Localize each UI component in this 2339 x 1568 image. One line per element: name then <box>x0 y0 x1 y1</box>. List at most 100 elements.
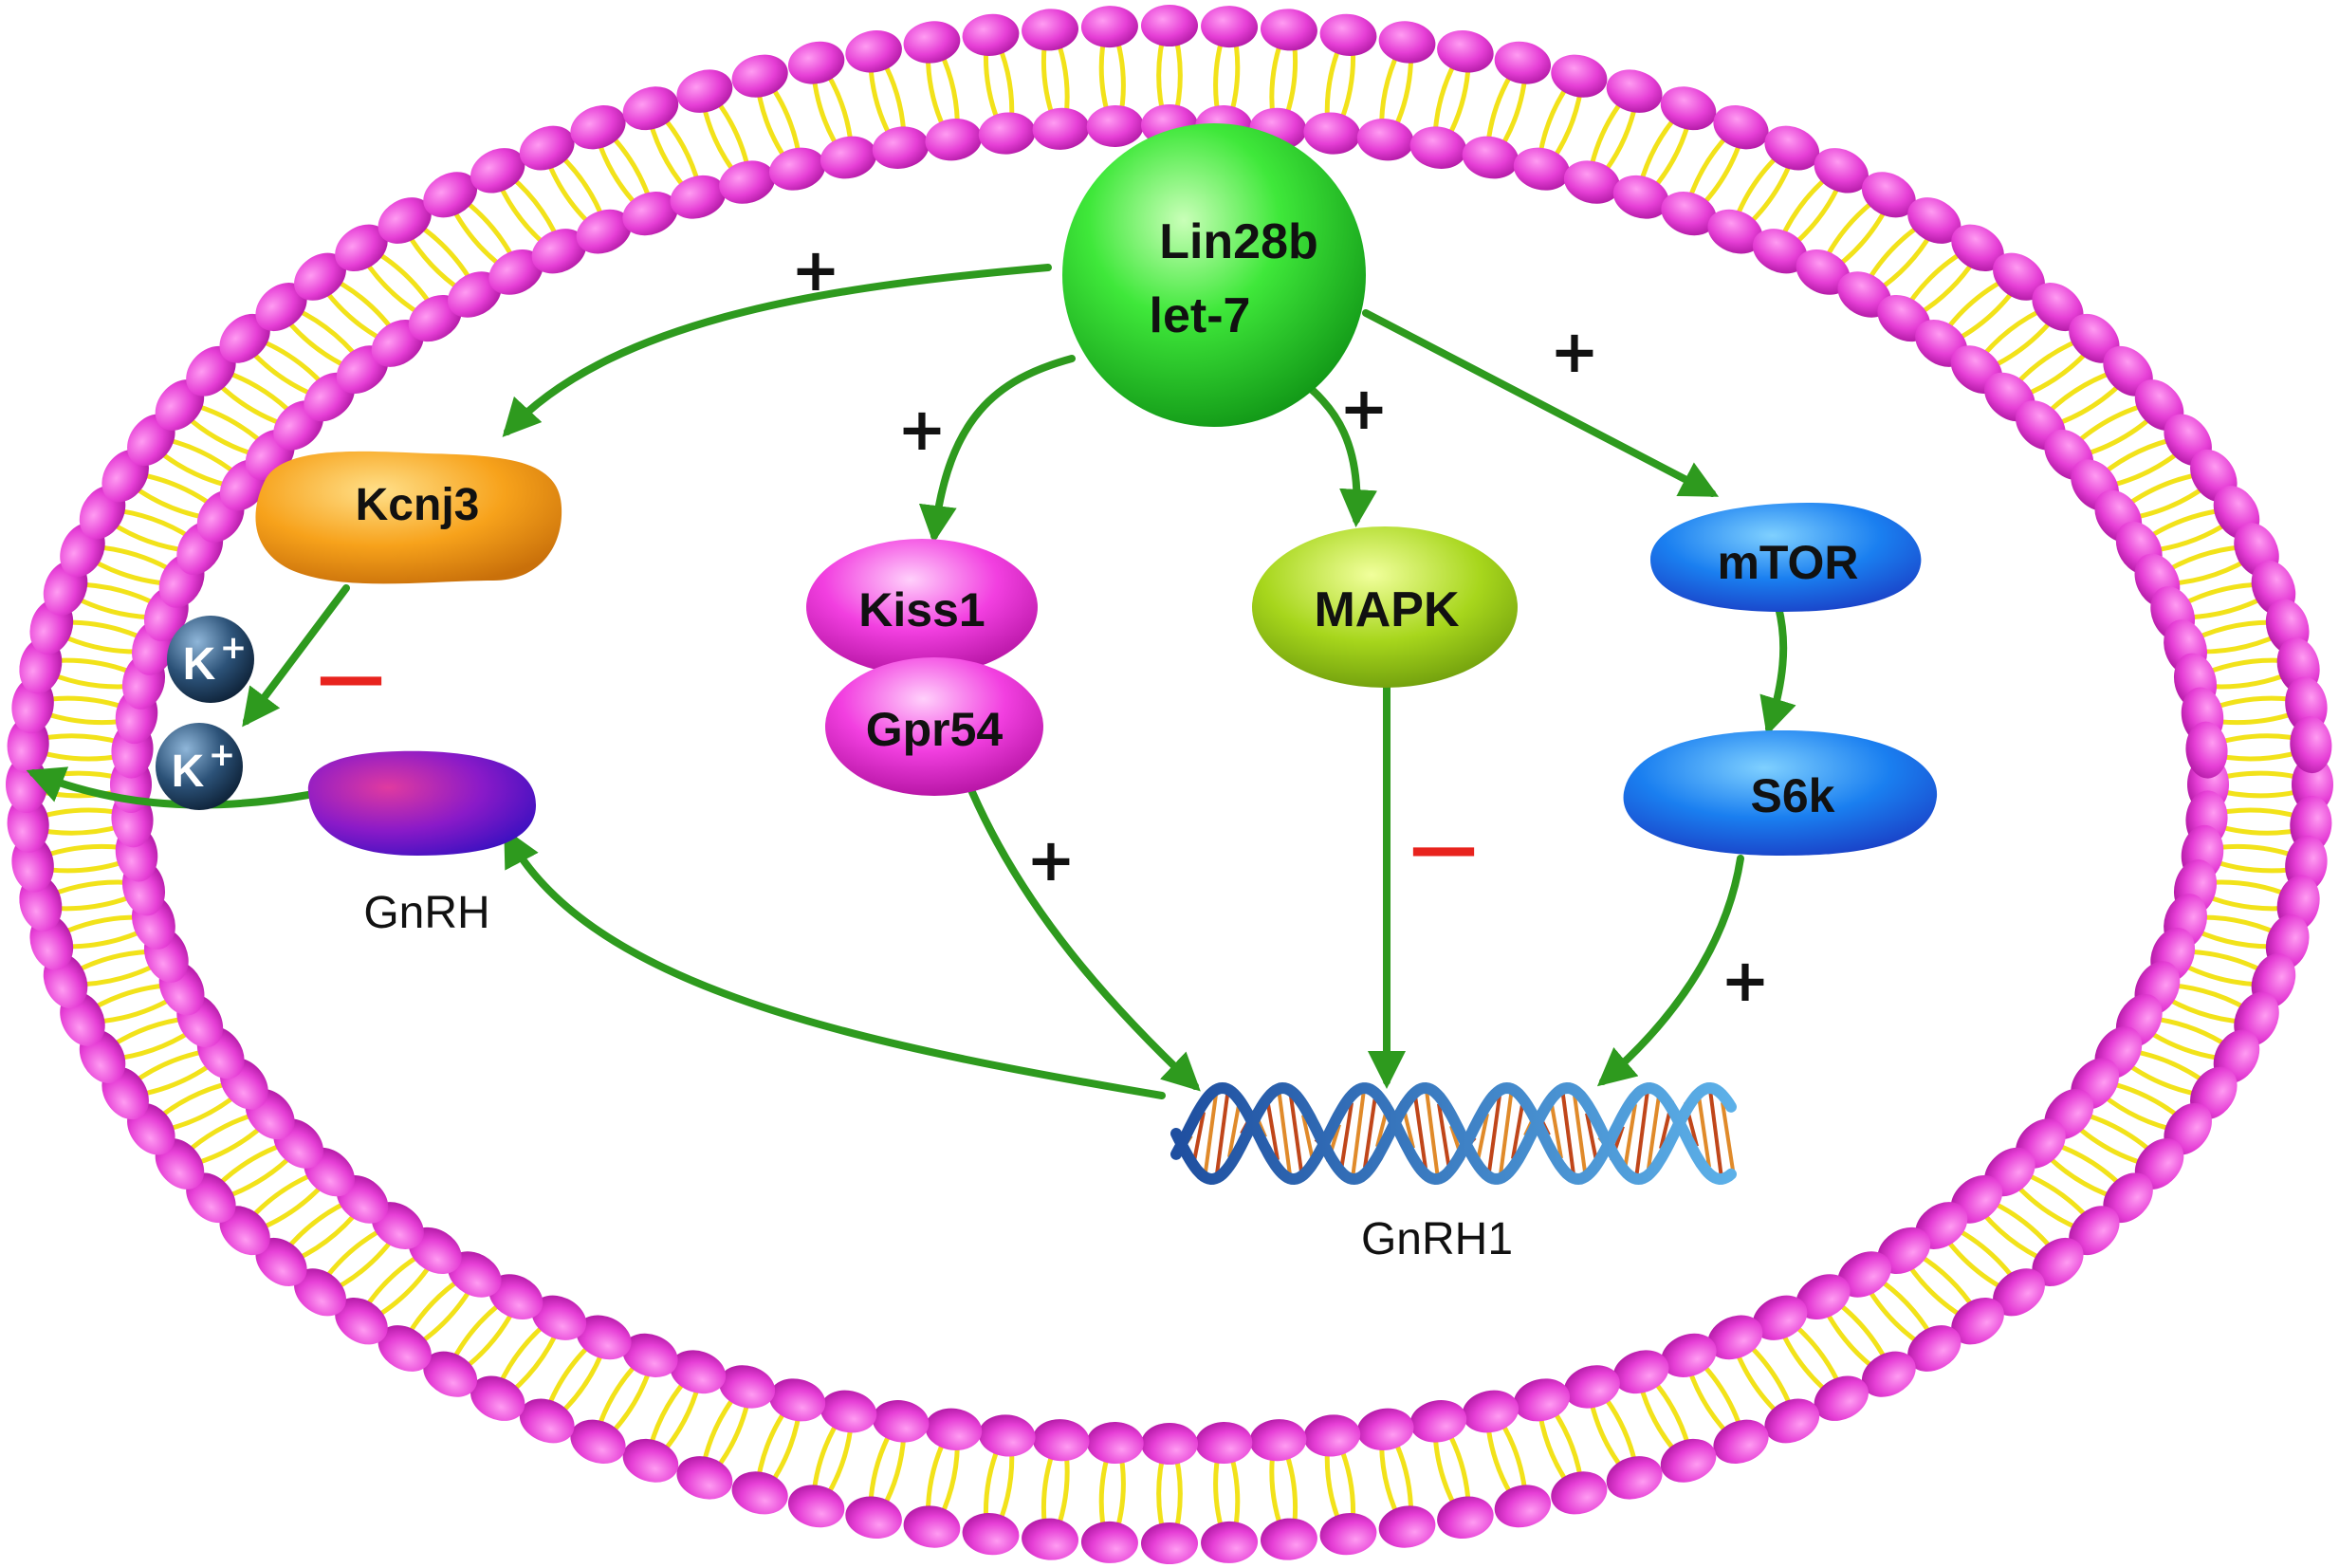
arrow-lin28b-to-mtor <box>1362 309 1720 497</box>
lipid-head <box>731 1471 788 1515</box>
lipid-head <box>1141 5 1198 46</box>
lipid-head <box>1141 1423 1198 1465</box>
mtor-label: mTOR <box>1717 536 1858 589</box>
potassium-ion-1: K + <box>167 616 254 703</box>
lipid-head <box>1764 1398 1820 1444</box>
lipid-head <box>1356 119 1414 161</box>
lipid-head <box>2069 1206 2120 1256</box>
lipid-head <box>1022 1518 1079 1560</box>
dna-base-pair <box>1721 1101 1736 1177</box>
lipid-head <box>408 294 462 342</box>
sign-s6k-gnrh1: + <box>1721 946 1770 1015</box>
lipid-head <box>1752 1295 1808 1340</box>
lipid-head <box>903 1505 961 1548</box>
lipid-head <box>219 313 270 363</box>
lipid-head <box>787 41 845 84</box>
lipid-head <box>1752 229 1808 274</box>
lipid-head <box>1201 6 1259 48</box>
lipid-head <box>576 209 632 254</box>
cell-membrane-bilayer <box>6 5 2333 1564</box>
lipid-head <box>1437 29 1494 73</box>
lipid-head <box>1796 1274 1851 1320</box>
lipid-head <box>1437 1496 1494 1540</box>
lipid-head <box>378 1325 432 1372</box>
lipid-head <box>1877 1227 1931 1275</box>
arrow-gpr54-to-gnrh1 <box>968 788 1201 1092</box>
lin28b-let7-node: Lin28b let-7 <box>1062 123 1366 427</box>
lipid-head <box>1661 1333 1717 1377</box>
lipid-head <box>1303 1414 1361 1457</box>
lipid-head <box>423 172 478 218</box>
lipid-head <box>335 224 388 272</box>
lipid-head <box>622 86 679 131</box>
lin28b-label: Lin28b <box>1159 214 1318 269</box>
lipid-head <box>2032 1237 2084 1286</box>
lipid-head <box>2103 345 2153 397</box>
lipid-head <box>1861 1351 1916 1397</box>
sign-lin28b-kiss1: + <box>897 395 947 464</box>
lipid-head <box>186 1172 236 1224</box>
arrow-gnrh-release <box>26 766 312 809</box>
lipid-head <box>1563 1365 1620 1409</box>
lipid-head <box>872 1400 930 1443</box>
lipid-head <box>925 1408 983 1450</box>
lipid-head <box>531 1295 587 1340</box>
lipid-head <box>1409 1400 1467 1443</box>
lipid-head <box>903 21 961 64</box>
arrow-gnrh1-to-gnrh <box>504 827 1166 1099</box>
lipid-head <box>1022 9 1079 51</box>
kcnj3-label: Kcnj3 <box>356 480 480 530</box>
kiss1-label: Kiss1 <box>858 583 985 636</box>
lipid-head <box>1195 1422 1253 1465</box>
sign-lin28b-mapk: + <box>1339 374 1389 443</box>
sign-mapk-inhibit: — <box>1409 807 1478 887</box>
lipid-head <box>1080 1521 1138 1563</box>
dna-base-pair <box>1499 1087 1514 1175</box>
lipid-head <box>962 13 1020 56</box>
lipid-head <box>1409 126 1467 169</box>
lipid-head <box>1707 1315 1763 1360</box>
lipid-head <box>576 1315 632 1360</box>
lipid-head <box>1378 21 1436 64</box>
lipid-head <box>676 1456 733 1500</box>
lipid-head <box>186 345 236 397</box>
mapk-node: MAPK <box>1252 526 1518 688</box>
lipid-head <box>1707 209 1763 254</box>
lipid-head <box>1660 1438 1717 1483</box>
lipid-head <box>294 1268 346 1317</box>
ion-charge-label: + <box>209 736 236 774</box>
lipid-head <box>423 1351 478 1397</box>
gnrh-label: GnRH <box>363 888 489 938</box>
lipid-head <box>2069 313 2120 363</box>
lipid-head <box>1764 125 1820 171</box>
lipid-head <box>845 1496 902 1540</box>
dna-base-pair <box>1708 1089 1723 1179</box>
lipid-head <box>1086 1422 1144 1465</box>
lipid-head <box>1606 1456 1663 1500</box>
lipid-head <box>1086 104 1144 147</box>
arrow-kcnj3-to-k-ion <box>242 584 350 728</box>
lipid-head <box>519 1398 575 1444</box>
lipid-head <box>1551 1471 1608 1515</box>
lipid-head <box>488 1274 543 1320</box>
lipid-head <box>155 379 205 431</box>
dna-base-pair <box>1338 1102 1354 1177</box>
dna-backbone <box>1170 1081 1737 1186</box>
ion-charge-label: + <box>220 629 248 667</box>
lipid-head <box>670 175 727 219</box>
lipid-head <box>1319 1513 1377 1556</box>
lipid-head <box>2103 1172 2153 1224</box>
lipid-head <box>448 1251 502 1298</box>
lipid-head <box>1837 1251 1891 1298</box>
gpr54-label: Gpr54 <box>866 703 1004 756</box>
potassium-ion-2: K + <box>156 723 243 810</box>
lipid-head <box>978 112 1036 155</box>
dna-base-pair <box>1289 1096 1304 1179</box>
dna-base-pair <box>1215 1087 1230 1174</box>
lipid-head <box>1993 252 2045 301</box>
lipid-head <box>1837 271 1891 318</box>
dna-base-pair <box>1560 1087 1575 1175</box>
mapk-label: MAPK <box>1314 582 1460 637</box>
lipid-head <box>335 1297 388 1345</box>
lipid-head <box>2185 721 2228 779</box>
